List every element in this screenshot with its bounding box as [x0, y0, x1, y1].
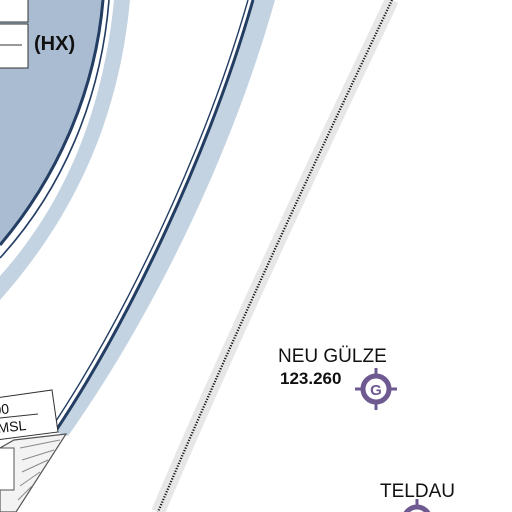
label-box-middle: [0, 23, 29, 69]
airspace-sector-wedge: [0, 433, 68, 512]
glider-site-letter: G: [370, 382, 382, 399]
airspace-class-label: (HX): [34, 33, 75, 55]
glider-site-icon[interactable]: [403, 499, 431, 512]
boundary-halo: [151, 0, 399, 512]
airfield-frequency-neu-gulze: 123.260: [280, 369, 341, 388]
airspace-band-right: [55, 0, 275, 436]
airspace-border-right-2: [49, 0, 249, 431]
airfield-name-teldau[interactable]: TELDAU: [380, 481, 455, 502]
airspace-border-right: [53, 0, 255, 433]
airspace-border-inner: [0, 0, 105, 246]
airspace-lower-limit: MSL: [0, 417, 27, 436]
airspace-sector-hatch: [17, 439, 61, 501]
airfield-name-neu-gulze[interactable]: NEU GÜLZE: [278, 346, 387, 367]
boundary-line: [156, 0, 393, 512]
airspace-sector-box: [0, 447, 15, 491]
label-box-top: [0, 0, 29, 23]
airspace-band-outer: [0, 0, 130, 300]
airspace-limits-divider: [0, 413, 39, 419]
glider-site-icon[interactable]: G: [355, 368, 397, 410]
airspace-border-inner-2: [0, 0, 110, 259]
airspace-upper-limit: 00: [0, 400, 10, 418]
